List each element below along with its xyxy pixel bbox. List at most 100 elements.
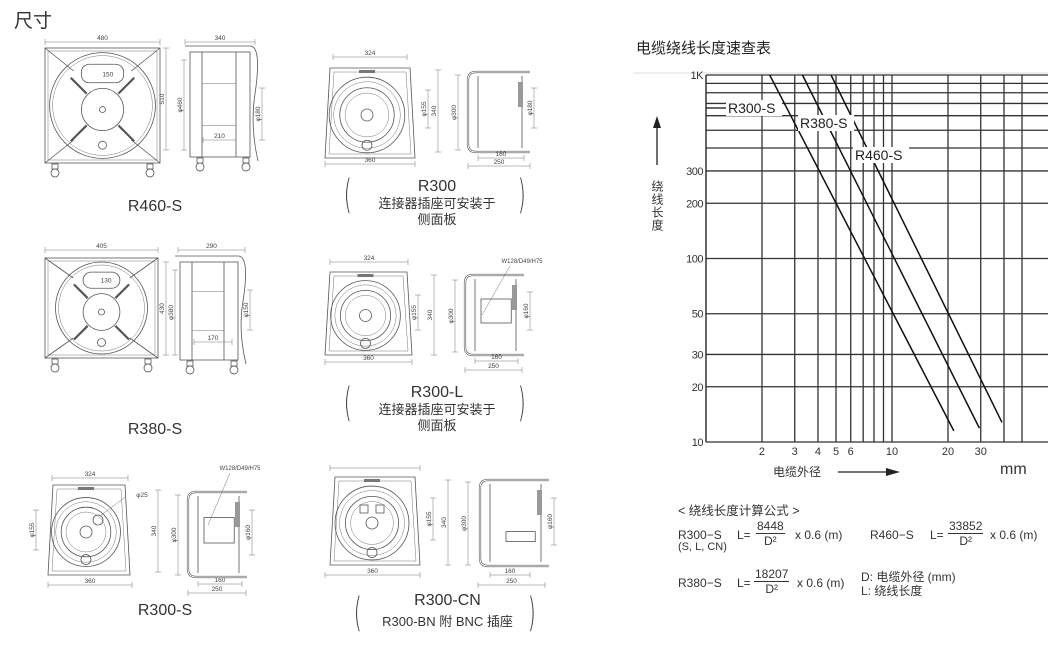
drum-ring [333, 81, 401, 149]
hub-center [365, 516, 379, 530]
dimension-label: 340 [427, 309, 434, 320]
dimension-label: 360 [363, 355, 374, 362]
drum-ring [55, 501, 117, 563]
frame-brace [129, 337, 159, 359]
dimension-label: 160 [215, 577, 226, 584]
arrow-right-icon [886, 468, 900, 476]
carry-grip [78, 487, 94, 490]
legend-l: L: 绕线长度 [861, 584, 923, 598]
dimension-label: φ25 [136, 492, 148, 499]
drum-rim [58, 264, 145, 352]
dimension-label: φ155 [411, 305, 418, 320]
side-panel-connector [537, 490, 542, 515]
dimension-label: 340 [431, 105, 438, 116]
caption-r300l: R300-L 连接器插座可安装于 侧面板 [357, 384, 517, 434]
dimension-label: 250 [488, 363, 499, 370]
dimension-label: 340 [151, 525, 158, 536]
drum-ring [339, 490, 405, 556]
dimension-label: 324 [364, 255, 375, 262]
hub-center [360, 108, 374, 122]
caster-wheel-icon [145, 168, 155, 178]
x-tick-label: 10 [886, 446, 898, 458]
leader-line [99, 496, 126, 517]
frame-inner [51, 488, 127, 572]
connector-socket [97, 338, 106, 347]
frame-brace [44, 337, 74, 359]
caster-mount [230, 360, 238, 367]
caster-wheel-icon [241, 162, 251, 172]
formula-sub: (S, L, CN) [678, 541, 727, 553]
caster-mount [51, 163, 59, 170]
frame-brace [131, 47, 161, 72]
carry-grip [364, 479, 380, 482]
formula-model: R460−S [870, 528, 914, 542]
dimension-label: 360 [85, 578, 96, 585]
model-name: R460-S [127, 198, 183, 215]
dimension-label: φ155 [29, 522, 36, 537]
dimension-label: 160 [496, 151, 507, 158]
caption-r300: R300 连接器插座可安装于 侧面板 [357, 178, 517, 228]
dimension-label: φ160 [547, 514, 554, 529]
handle-slot [80, 63, 125, 84]
drum-ring [328, 76, 406, 154]
hub-spoke [114, 325, 130, 341]
dimension-label: φ150 [243, 302, 250, 317]
caster-wheel-icon [229, 365, 239, 375]
numerator: 8448 [756, 519, 785, 534]
dimension-label: φ300 [171, 527, 178, 542]
frame-outline [44, 47, 161, 164]
series-line-r460-s [830, 74, 1003, 423]
model-note: 连接器插座可安装于 [378, 196, 496, 211]
model-note: R300-BN 附 BNC 插座 [382, 614, 513, 629]
dimension-label: 360 [365, 157, 376, 164]
connector-socket [366, 547, 378, 558]
frame-outline [47, 484, 131, 576]
model-name: R380-S [127, 421, 183, 438]
bnc-panel [505, 531, 536, 542]
numerator: 33852 [948, 519, 984, 534]
model-note: 侧面板 [417, 418, 457, 433]
caster-wheel-icon [185, 365, 195, 375]
hub-spoke [69, 76, 88, 95]
formula-lhs: L= [737, 576, 751, 590]
drum-ring [330, 280, 401, 351]
side-outline [189, 51, 251, 158]
dimension-label: φ155 [426, 511, 433, 526]
y-tick-label: 100 [686, 254, 703, 266]
carry-handle [175, 255, 247, 365]
y-tick-label: 1K [691, 70, 705, 82]
formula-factor: x 0.6 (m) [797, 576, 845, 590]
caster-mount [242, 157, 250, 164]
caption-r460s: R460-S [95, 198, 215, 216]
tube-frame-inner [467, 71, 530, 153]
frame-inner [47, 260, 156, 356]
dimension-label: φ180 [255, 106, 262, 121]
frame-brace [131, 139, 161, 164]
caption-r300s: R300-S [105, 602, 225, 620]
drum-ring [344, 92, 390, 138]
frame-brace [129, 257, 159, 279]
series-label: R380-S [800, 115, 847, 131]
connector-socket [360, 337, 371, 349]
caster-wheel-icon [50, 363, 60, 373]
dimension-label: φ160 [523, 303, 530, 318]
dimension-label: 160 [491, 354, 502, 361]
drum-hub [82, 293, 121, 331]
dimension-label: 290 [206, 243, 217, 250]
formula-lhs: L= [737, 528, 751, 542]
dimension-label: 340 [441, 517, 448, 528]
dimension-label: φ300 [461, 516, 468, 531]
dimension-label: φ155 [421, 101, 428, 116]
denominator: D² [959, 534, 973, 548]
drum-flange [49, 52, 156, 159]
dimension-label: 150 [102, 71, 113, 78]
legend-d: D: 电缆外径 (mm) [861, 570, 956, 584]
y-tick-label: 300 [686, 166, 703, 178]
hub-center [98, 308, 105, 316]
formula-heading: < 绕线长度计算公式 > [678, 504, 800, 518]
bnc-socket [359, 504, 369, 514]
dimension-label: φ380 [168, 305, 175, 320]
drum-rim [52, 55, 153, 156]
drum-ring [334, 284, 397, 347]
